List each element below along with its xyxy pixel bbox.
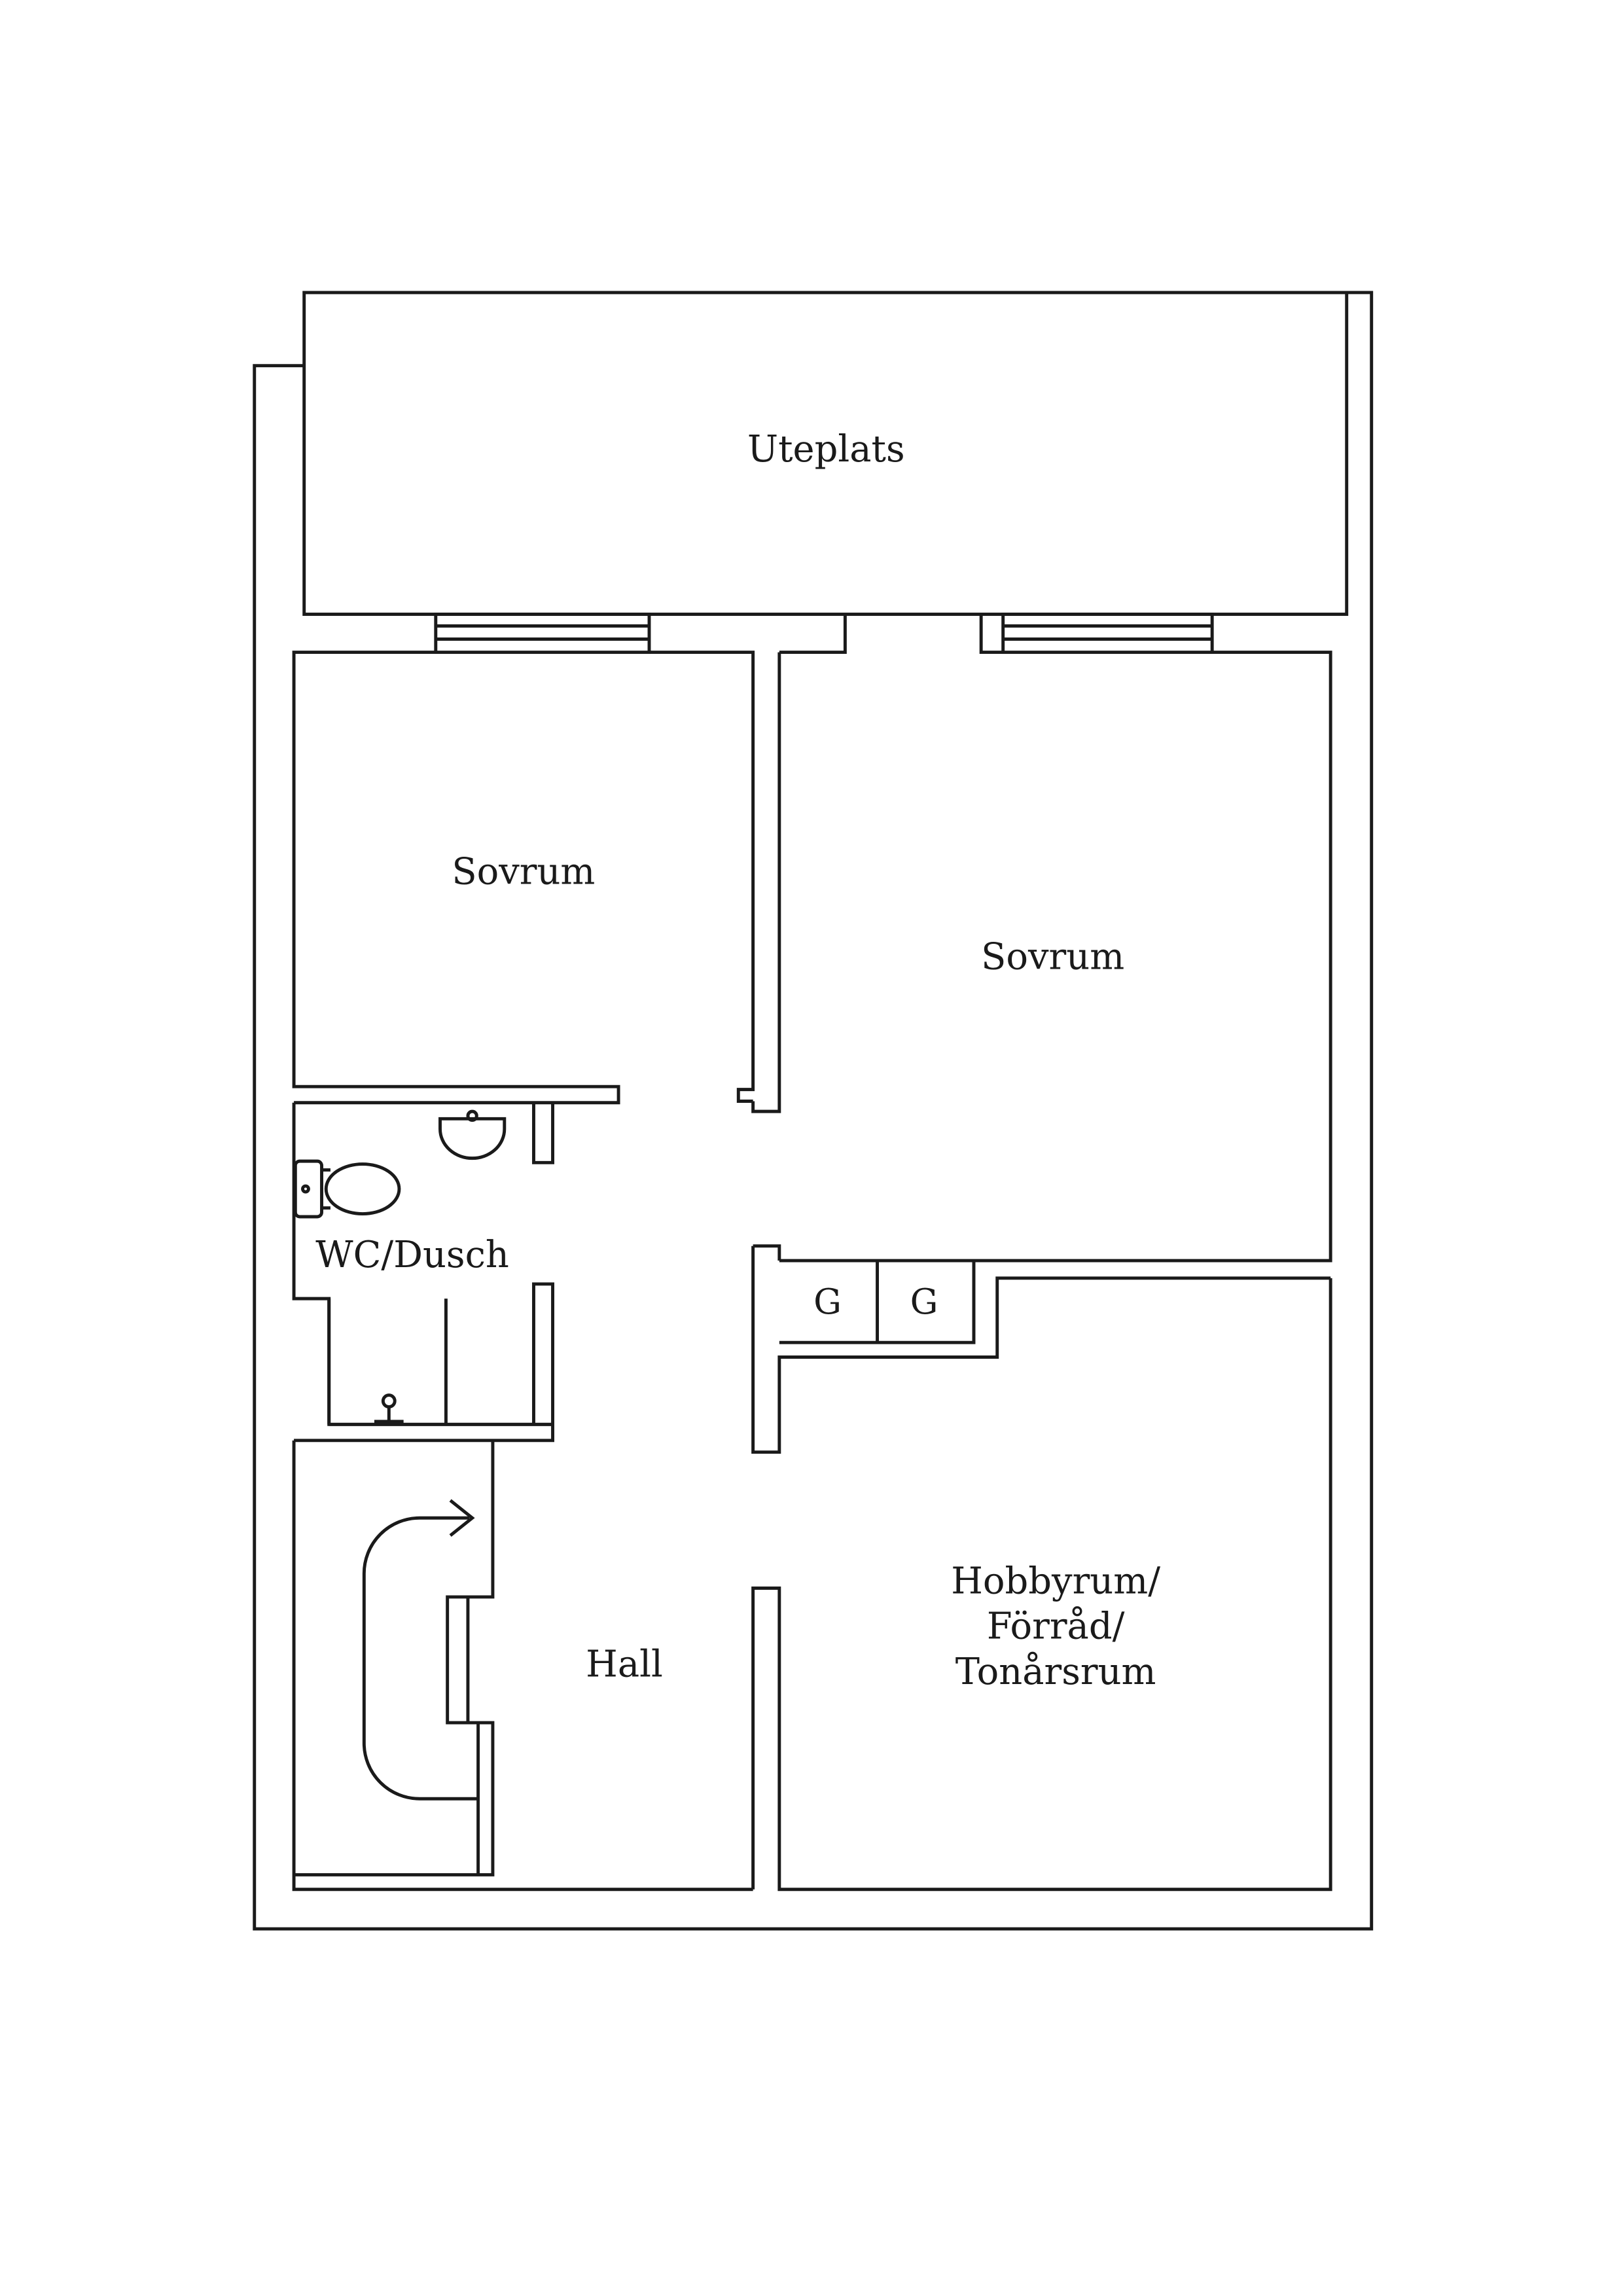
hobby-room bbox=[751, 1278, 1332, 1892]
sink-icon bbox=[438, 1109, 507, 1160]
entrance-door-frame bbox=[779, 614, 1003, 655]
label-uteplats: Uteplats bbox=[747, 428, 905, 471]
bedroom-right bbox=[751, 651, 1332, 1263]
label-garderob-2: G bbox=[910, 1281, 938, 1322]
label-sovrum-right: Sovrum bbox=[981, 935, 1124, 978]
patio bbox=[302, 291, 1349, 616]
bathroom bbox=[292, 1102, 554, 1443]
bedroom-left bbox=[292, 651, 755, 1105]
window-right bbox=[1001, 613, 1214, 655]
label-hall: Hall bbox=[586, 1643, 663, 1686]
outer-walls bbox=[253, 291, 1374, 1931]
label-garderob-1: G bbox=[813, 1281, 842, 1322]
window-left bbox=[434, 613, 651, 655]
hall bbox=[292, 1440, 753, 1892]
label-wc-dusch: WC/Dusch bbox=[315, 1234, 509, 1276]
label-hobbyrum-line2: Förråd/ bbox=[987, 1605, 1125, 1648]
toilet-icon bbox=[293, 1159, 401, 1219]
label-sovrum-left: Sovrum bbox=[452, 851, 595, 893]
label-hobbyrum-line1: Hobbyrum/ bbox=[951, 1560, 1160, 1602]
shower-icon bbox=[374, 1393, 404, 1424]
wardrobes bbox=[751, 1244, 1331, 1454]
label-hobbyrum-line3: Tonårsrum bbox=[955, 1651, 1156, 1693]
